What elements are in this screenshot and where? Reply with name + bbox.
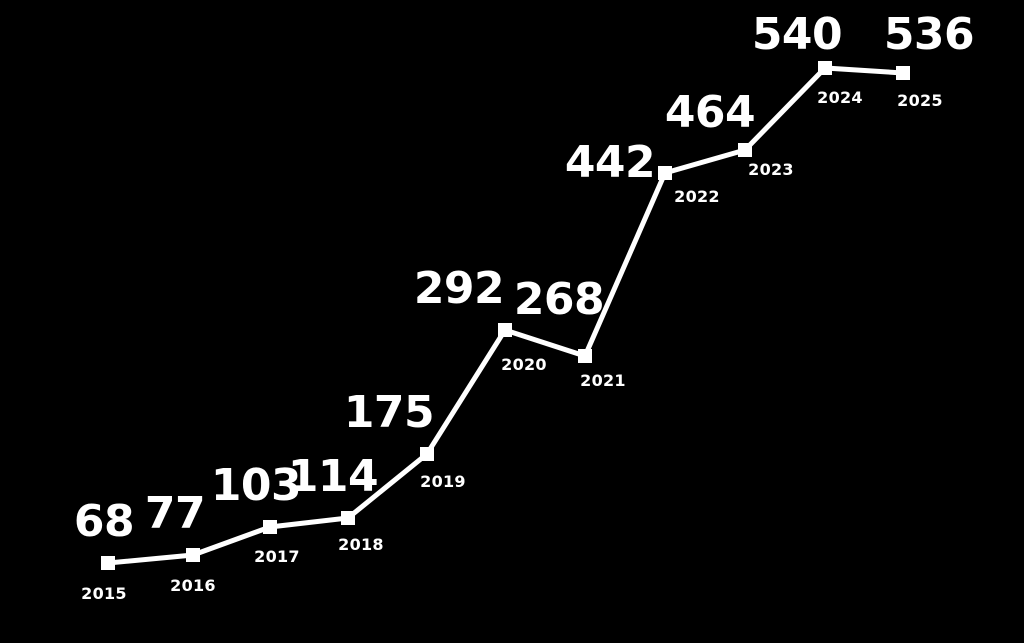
data-point-marker-2020[interactable] [498, 323, 512, 337]
data-point-marker-2017[interactable] [263, 520, 277, 534]
data-point-marker-2019[interactable] [420, 447, 434, 461]
data-point-marker-2015[interactable] [101, 556, 115, 570]
data-point-marker-2023[interactable] [738, 143, 752, 157]
data-point-markers [101, 61, 910, 570]
data-point-marker-2018[interactable] [341, 511, 355, 525]
data-point-marker-2021[interactable] [578, 349, 592, 363]
data-point-marker-2022[interactable] [658, 166, 672, 180]
data-point-marker-2016[interactable] [186, 548, 200, 562]
data-point-marker-2024[interactable] [818, 61, 832, 75]
data-point-marker-2025[interactable] [896, 66, 910, 80]
